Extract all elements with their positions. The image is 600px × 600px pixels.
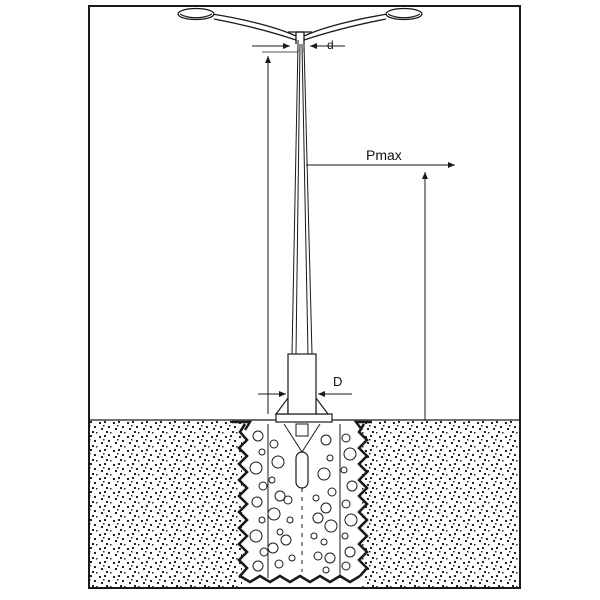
aggregate-stone [341,561,351,571]
aggregate-stone [344,513,358,527]
aggregate-stone [259,547,269,557]
aggregate-stone [251,496,263,508]
aggregate-stone [313,551,323,561]
aggregate-stone [326,454,334,462]
aggregate-stone [267,507,281,521]
base-diameter-dimension: D [258,374,352,397]
aggregate-stone [276,528,284,536]
aggregate-stone [320,434,332,446]
aggregate-stone [327,487,337,497]
label-d: d [327,38,334,52]
aggregate-stone [320,502,332,514]
aggregate-stone [343,447,357,461]
pit-wall-outline [237,423,361,584]
aggregate-stone [252,430,264,442]
aggregate-stone [267,542,279,554]
aggregate-stone [324,552,336,564]
aggregate-stone [252,560,264,572]
aggregate-stone [249,529,263,543]
aggregate-stone [312,494,320,502]
lamp-bracket [211,13,389,44]
soil-right [362,421,519,587]
aggregate-stone [258,448,266,456]
aggregate-stone [288,554,296,562]
aggregate-stone [346,480,358,492]
aggregate-stone [286,516,294,524]
aggregate-stone [320,538,328,546]
label-pmax: Pmax [366,147,402,163]
pit-cap-right [353,420,372,431]
anchor-base [283,423,321,572]
aggregate-stone [344,546,356,558]
aggregate-stone [341,433,351,443]
aggregate-stone [324,519,338,533]
height-dimension [262,51,298,414]
pit-cap-left [232,420,253,431]
lamp-heads [177,7,423,21]
aggregate-stone [269,439,279,449]
pit-wall-right [357,423,369,577]
top-diameter-dimension: d [252,38,345,52]
aggregate-stone [312,512,324,524]
aggregate-stone [249,461,263,475]
aggregate-stone [341,499,351,509]
pmax-load: Pmax [306,147,455,168]
aggregate-stone [317,467,331,481]
aggregate-stone [268,476,276,484]
aggregate-stone [340,466,348,474]
aggregate-stone [341,532,349,540]
aggregate-stone [310,532,318,540]
soil-left [90,421,242,587]
aggregate-stone [274,490,286,502]
aggregate-stone [258,516,266,524]
aggregate-stone [283,495,293,505]
aggregate-stone [322,566,330,574]
pole-base-section [287,353,317,415]
aggregate-stone [271,455,285,469]
pole-shaft [291,43,313,355]
label-D: D [333,374,342,389]
aggregate-stone [274,559,284,569]
aggregate-stone [258,481,268,491]
outer-frame [88,5,521,589]
aggregate-stone [280,534,292,546]
concrete-aggregate [249,430,358,574]
